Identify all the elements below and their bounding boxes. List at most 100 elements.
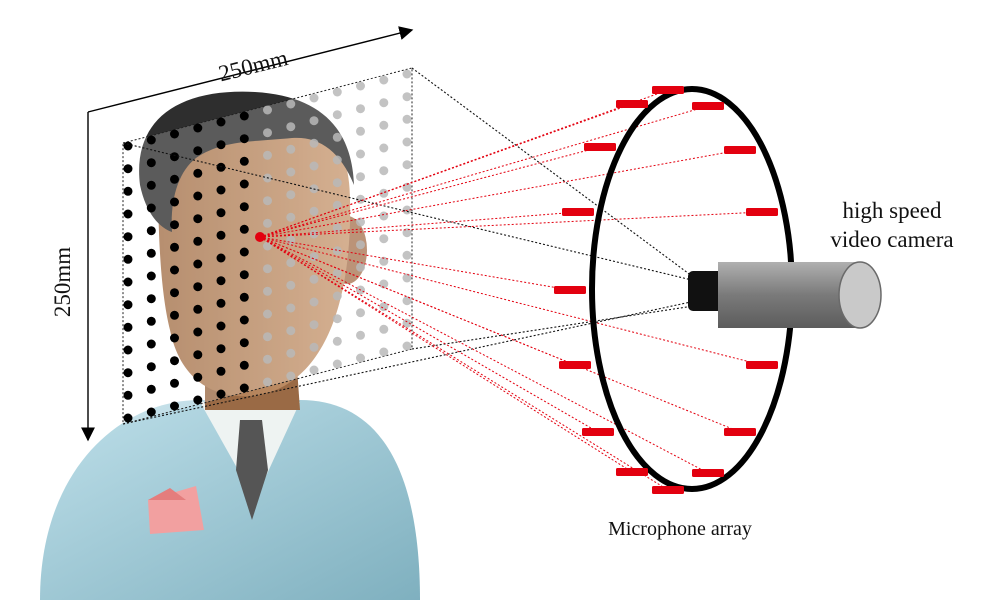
grid-dot <box>309 365 319 375</box>
grid-dot <box>170 220 179 230</box>
grid-dot <box>239 270 249 280</box>
grid-dot <box>193 395 203 405</box>
acoustic-ray <box>259 211 579 238</box>
grid-dot <box>309 138 319 148</box>
grid-dot <box>309 274 319 284</box>
grid-dot <box>216 117 226 127</box>
grid-dot <box>239 224 249 234</box>
grid-dot <box>193 146 203 156</box>
grid-dot <box>193 372 203 382</box>
grid-dot <box>332 268 342 278</box>
grid-dot <box>239 338 249 348</box>
grid-dot <box>170 401 179 411</box>
grid-dot <box>146 158 156 168</box>
microphone <box>724 146 756 154</box>
microphone <box>652 486 684 494</box>
grid-dot <box>263 241 272 251</box>
grid-dot <box>123 232 133 242</box>
microphone <box>562 208 594 216</box>
grid-dot <box>146 271 156 281</box>
grid-dot <box>332 87 342 97</box>
grid-dot <box>170 310 179 320</box>
grid-dot <box>239 111 249 121</box>
grid-dot <box>356 126 365 136</box>
grid-dot <box>123 300 133 310</box>
microphones <box>554 86 778 494</box>
grid-dot <box>123 141 133 151</box>
microphone <box>692 102 724 110</box>
grid-dot <box>263 309 272 319</box>
grid-dot <box>286 167 296 177</box>
grid-dot <box>286 212 296 222</box>
grid-dot <box>356 217 365 227</box>
grid-dot <box>309 93 319 103</box>
grid-dot <box>402 341 412 351</box>
grid-dot <box>309 116 319 126</box>
grid-dot <box>146 339 156 349</box>
grid-dot <box>146 407 156 417</box>
grid-dot <box>263 332 272 342</box>
grid-dot <box>356 149 365 159</box>
grid-dot <box>239 202 249 212</box>
microphone <box>616 468 648 476</box>
grid-dot <box>263 150 272 160</box>
grid-dot <box>332 155 342 165</box>
grid-dot <box>379 324 389 334</box>
grid-dot <box>286 326 296 336</box>
grid-dot <box>379 75 389 85</box>
grid-dot <box>309 206 319 216</box>
grid-dot <box>170 174 179 184</box>
camera-label-line1: high speed <box>842 198 942 223</box>
grid-dot <box>402 137 412 147</box>
grid-dot <box>332 246 342 256</box>
grid-dot <box>332 223 342 233</box>
grid-dot <box>286 371 296 381</box>
grid-dot <box>216 321 226 331</box>
grid-dot <box>146 180 156 190</box>
grid-dot <box>332 359 342 369</box>
grid-dot <box>263 105 272 115</box>
microphone <box>559 361 591 369</box>
grid-dot <box>379 98 389 108</box>
grid-dot <box>239 360 249 370</box>
grid-dot <box>216 162 226 172</box>
grid-dot <box>379 143 389 153</box>
grid-dot <box>170 197 179 207</box>
grid-dot <box>309 252 319 262</box>
grid-dot <box>239 383 249 393</box>
grid-dot <box>193 259 203 269</box>
microphone <box>584 143 616 151</box>
grid-dot <box>286 144 296 154</box>
width-arrow <box>87 26 414 113</box>
grid-dot <box>146 203 156 213</box>
microphone <box>582 428 614 436</box>
grid-dot <box>146 294 156 304</box>
microphone <box>724 428 756 436</box>
grid-dot <box>170 356 179 366</box>
grid-dot <box>146 248 156 258</box>
grid-dot <box>402 69 412 79</box>
grid-dot <box>239 315 249 325</box>
grid-dot <box>263 128 272 138</box>
grid-dot <box>170 333 179 343</box>
grid-dot <box>356 308 365 318</box>
grid-dot <box>402 296 412 306</box>
grid-dot <box>286 280 296 290</box>
microphone <box>746 361 778 369</box>
grid-dot <box>379 120 389 130</box>
grid-dot <box>216 253 226 263</box>
microphone <box>616 100 648 108</box>
grid-dot <box>123 322 133 332</box>
microphone <box>652 86 684 94</box>
grid-dot <box>332 291 342 301</box>
grid-dot <box>216 344 226 354</box>
grid-dot <box>332 314 342 324</box>
acoustic-ray <box>259 236 633 473</box>
acoustic-ray <box>259 236 709 474</box>
dot-grid <box>123 69 412 423</box>
grid-dot <box>239 156 249 166</box>
grid-dot <box>332 178 342 188</box>
grid-dot <box>356 330 365 340</box>
grid-dot <box>216 366 226 376</box>
grid-dot <box>402 92 412 102</box>
